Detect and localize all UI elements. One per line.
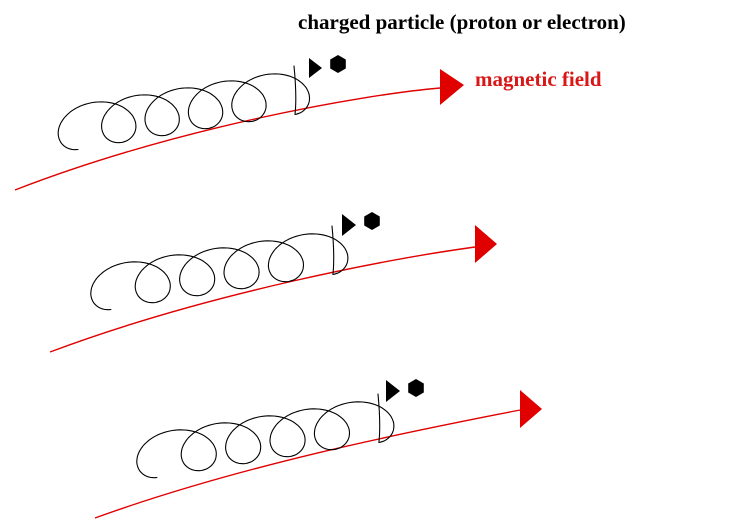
field-arrowhead-icon xyxy=(520,390,542,428)
figure-3 xyxy=(94,379,542,519)
charged-particle-icon xyxy=(330,55,346,73)
field-arrowhead-icon xyxy=(440,69,464,105)
magnetic-field-label: magnetic field xyxy=(475,67,602,91)
motion-arrowhead-icon xyxy=(309,58,322,78)
magnetic-field-line xyxy=(14,87,441,191)
particle-helix-path xyxy=(57,65,311,151)
magnetic-field-line xyxy=(94,409,521,519)
particle-label: charged particle (proton or electron) xyxy=(298,10,626,34)
figure-2 xyxy=(49,212,497,353)
charged-particle-icon xyxy=(364,212,380,230)
motion-arrowhead-icon xyxy=(342,214,356,236)
figure-1 xyxy=(14,55,464,191)
field-arrowhead-icon xyxy=(475,225,497,263)
magnetic-field-line xyxy=(49,246,476,353)
charged-particle-icon xyxy=(408,379,424,397)
particle-helix-path xyxy=(136,393,395,479)
particle-helix-path xyxy=(90,225,349,311)
motion-arrowhead-icon xyxy=(386,380,400,402)
